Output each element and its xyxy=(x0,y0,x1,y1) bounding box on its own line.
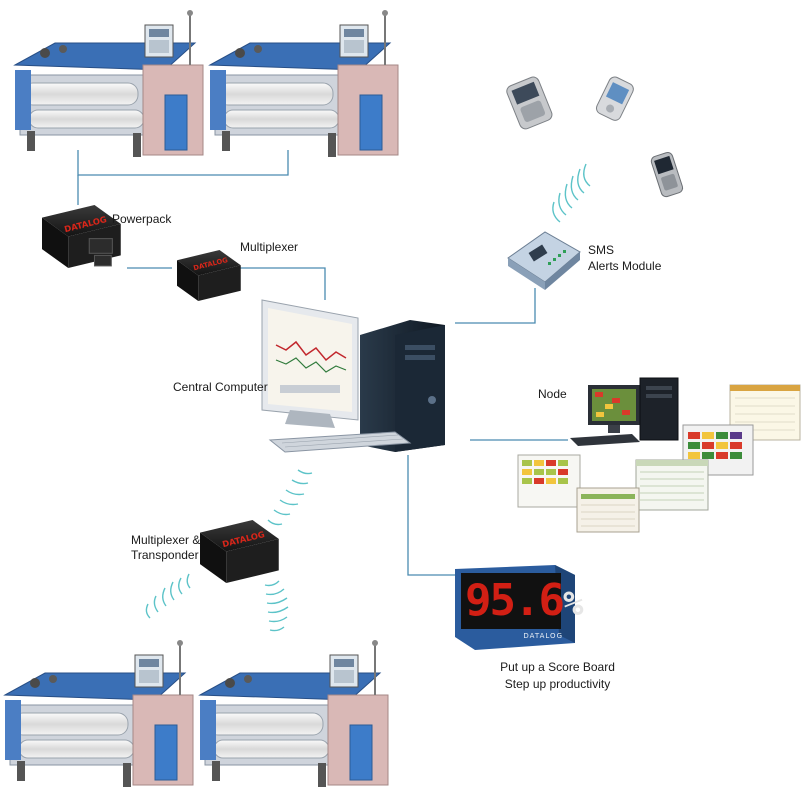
connector-computer-to-sms xyxy=(455,288,536,324)
central-computer-label: Central Computer xyxy=(173,380,268,394)
connector-multiplexer-to-computer xyxy=(238,267,326,300)
connector-computer-to-scoreboard xyxy=(407,455,455,576)
loom-machine-icon xyxy=(209,9,399,158)
transponder-box-icon: DATALOG xyxy=(200,520,279,583)
connector-looms-top xyxy=(77,150,289,176)
mobile-phone-icon xyxy=(650,152,684,198)
report-screenshot-icon xyxy=(576,487,640,533)
mobile-phone-icon xyxy=(595,76,634,121)
sms-module-icon xyxy=(507,231,581,290)
report-screenshot-icon xyxy=(517,454,581,508)
powerpack-box-icon: DATALOG xyxy=(42,205,121,268)
scoreboard-unit: % xyxy=(562,584,584,624)
powerpack-label: Powerpack xyxy=(112,212,172,226)
wireless-signal-icon xyxy=(145,163,591,632)
scoreboard-label-line2: Step up productivity xyxy=(504,677,611,691)
multiplexer-label: Multiplexer xyxy=(240,240,299,254)
transponder-label-line1: Multiplexer & xyxy=(131,533,201,547)
connector-lines xyxy=(77,150,568,576)
scoreboard-label-line1: Put up a Score Board xyxy=(500,660,615,674)
sms-label-line2: Alerts Module xyxy=(588,259,662,273)
loom-machine-icon xyxy=(14,9,204,158)
sms-label-line1: SMS xyxy=(588,243,615,257)
scoreboard-brand: DATALOG xyxy=(523,632,563,640)
scoreboard-display-icon: 95.6% DATALOG xyxy=(455,565,584,650)
mobile-phone-icon xyxy=(506,76,553,130)
central-computer-icon xyxy=(261,299,445,453)
node-workstation-icon xyxy=(570,377,679,446)
loom-machine-icon xyxy=(199,639,389,788)
loom-machine-icon xyxy=(4,639,194,788)
multiplexer-box-icon: DATALOG xyxy=(177,250,241,301)
transponder-label-line2: Transponder xyxy=(131,548,199,562)
scoreboard-reading: 95.6% xyxy=(461,573,584,629)
node-label: Node xyxy=(538,387,567,401)
report-screenshot-icon xyxy=(635,459,709,511)
